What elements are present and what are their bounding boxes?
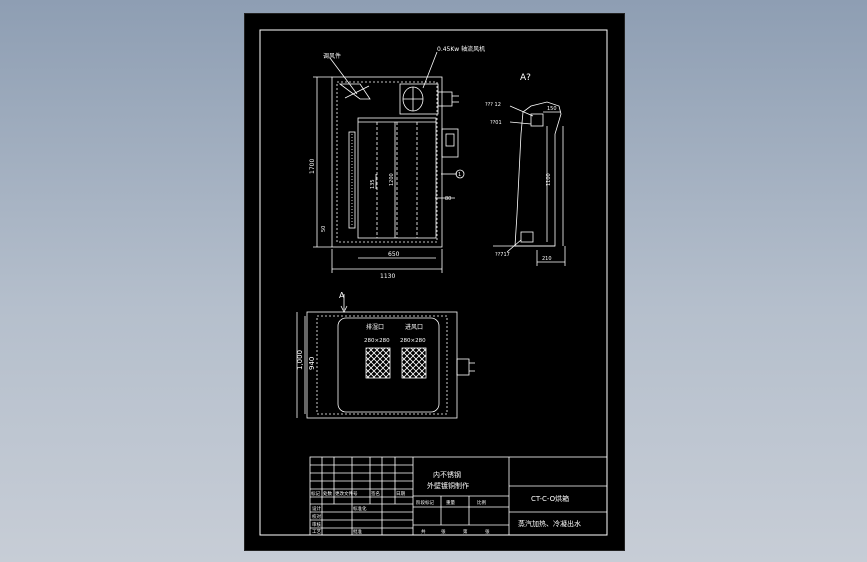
tb-change-doc: 更改文件号 [335, 490, 358, 497]
control-panel [445, 133, 455, 147]
cad-drawing: 调风件 0.45Kw 轴流风机 1 1700 1200 135 650 1130… [259, 29, 608, 536]
label-fan: 0.45Kw 轴流风机 [437, 45, 485, 53]
dim-side-top-text: 150 [547, 106, 557, 112]
leader-note-2 [509, 121, 532, 125]
tb-check: 校对 [312, 513, 321, 520]
dim-height-main: 1700 [309, 159, 316, 174]
fan-motor [437, 91, 453, 107]
tb-craft: 工艺 [312, 529, 321, 535]
side-base-fitting [520, 231, 534, 243]
side-vent [530, 113, 544, 127]
dim-height-inner: 1200 [389, 173, 395, 186]
leader-damper [329, 57, 358, 95]
control-box [441, 128, 459, 158]
dim-shelf-gap: 135 [370, 179, 376, 189]
top-chamber [337, 317, 440, 413]
dim-depth-inner-text: 940 [308, 357, 316, 370]
tb-sheet-word-2: 张 [485, 528, 490, 535]
tb-material-line2: 外壁镀铜制作 [427, 481, 469, 490]
side-view [493, 101, 566, 266]
top-motor [456, 358, 470, 376]
side-profile [514, 101, 562, 247]
top-view [296, 294, 475, 419]
top-liner [316, 315, 448, 415]
label-return-size: 280×280 [364, 338, 390, 344]
label-view-a: A? [520, 73, 531, 83]
dim-side-height-text: 1100 [546, 173, 552, 186]
note-3: ??717 [495, 252, 510, 258]
tb-page: 第 [463, 528, 468, 535]
tb-approve: 批准 [353, 528, 362, 535]
dim-depth-outer-text: 1,000 [296, 350, 304, 370]
return-port-hatch [365, 347, 391, 379]
leader-note-3 [506, 239, 522, 253]
arrow-a-head [340, 305, 348, 313]
callout-circle [455, 169, 465, 179]
tb-weight: 重量 [446, 499, 455, 506]
heater-tube [348, 131, 356, 229]
label-view-a-arrow: A [339, 291, 345, 300]
tb-sign: 签名 [371, 490, 380, 497]
tb-material-line1: 内不锈钢 [433, 470, 461, 479]
title-block-cells: 标记 处数 更改文件号 签名 日期 设计 标准化 校对 审核 工艺 批准 阶段标… [311, 490, 490, 535]
tb-date: 日期 [396, 491, 405, 497]
tb-total: 共 [421, 528, 426, 535]
tb-stage-mark: 阶段标记 [416, 499, 434, 506]
note-1: ??? 12 [485, 102, 501, 108]
cabinet-liner [336, 81, 438, 243]
label-circle-mark: 1 [458, 172, 461, 178]
front-view [313, 51, 465, 273]
tb-sheet-word-1: 张 [441, 528, 446, 535]
leader-fan [422, 51, 438, 89]
dim-width-total: 1130 [380, 273, 395, 280]
tb-design: 设计 [312, 505, 321, 512]
label-return-inlet: 排湿口 [366, 323, 384, 331]
supply-port-hatch [401, 347, 427, 379]
title-block-outline [309, 456, 608, 536]
leader-note-1 [509, 105, 534, 117]
tb-drawing-no: CT-C-O烘箱 [531, 494, 569, 503]
tb-scale: 比例 [477, 499, 486, 506]
tb-standardize: 标准化 [353, 505, 367, 512]
dim-side-width-text: 210 [542, 256, 552, 262]
drawing-sheet: 调风件 0.45Kw 轴流风机 1 1700 1200 135 650 1130… [244, 13, 625, 551]
dim-width-inner: 650 [388, 251, 400, 258]
dim-bottom-offset: 50 [321, 226, 327, 232]
tb-review: 审核 [312, 521, 321, 528]
tb-description: 蒸汽加热、冷凝出水 [518, 519, 581, 528]
tb-qty: 处数 [323, 490, 332, 497]
damper-blade [344, 85, 370, 99]
note-2: ??01 [490, 120, 502, 126]
label-damper: 调风件 [323, 52, 341, 60]
label-supply-inlet: 进风口 [405, 323, 423, 331]
tb-mark: 标记 [311, 490, 320, 497]
dim-side-offset: 80 [445, 196, 451, 202]
title-block [309, 456, 608, 536]
cabinet-outline [331, 76, 443, 248]
label-supply-size: 280×280 [400, 338, 426, 344]
